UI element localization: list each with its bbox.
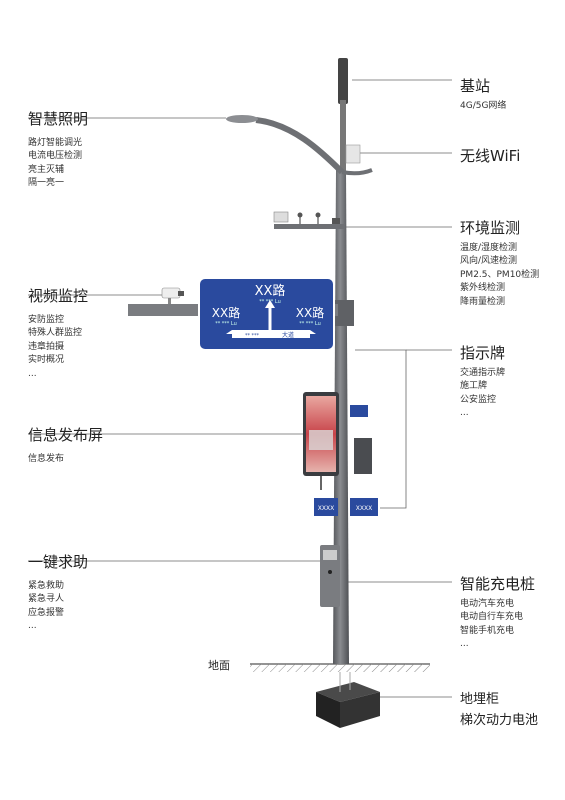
video-item: 安防监控 [28,315,65,325]
road-sign-bottom: 大道 [282,331,294,339]
charging-item: ... [460,639,469,650]
label-environment: 环境监测 温度/湿度检测 风向/风速检测 PM2.5、PM10检测 紫外线检测 … [460,217,539,309]
sign-title: 指示牌 [460,344,506,362]
video-title: 视频监控 [28,287,89,305]
environment-item: 风向/风速检测 [460,256,518,267]
road-sign-right-sub: ** *** Lu [299,321,321,327]
help-item: 应急报警 [28,607,65,618]
road-sign-line1: XX路 [255,283,286,299]
sign-item: ... [460,408,469,419]
road-sign: XX路 ** *** Lu XX路 ** *** Lu XX路 ** *** L… [198,277,335,351]
road-sign-right: XX路 [296,305,324,320]
info-screen [303,392,339,490]
underground-cabinet [316,672,380,728]
ground-label: 地面 [208,659,230,672]
label-charging: 智能充电桩 电动汽车充电 电动自行车充电 智能手机充电 ... [460,573,535,652]
label-lighting: 智慧照明 路灯智能调光 电流电压检测 亮主灭辅 隔一亮一 [28,108,88,191]
environment-sensors [273,211,344,229]
small-sign-left-text: XXXX [318,505,334,512]
label-base-station: 基站 4G/5G网络 [460,75,506,113]
video-item: 实时概况 [28,355,65,366]
charging-pile [320,545,340,607]
screen-item: 信息发布 [28,454,65,464]
screen-title: 信息发布屏 [28,426,104,444]
label-sign: 指示牌 交通指示牌 施工牌 公安监控 ... [460,342,505,421]
charging-item: 电动自行车充电 [460,612,524,623]
video-item: ... [28,368,37,379]
underground-item: 梯次动力电池 [460,713,539,728]
label-screen: 信息发布屏 信息发布 [28,424,103,466]
lamp-head [226,115,258,123]
lighting-item: 电流电压检测 [28,151,83,162]
label-help: 一键求助 紧急救助 紧急寻人 应急报警 ... [28,551,88,634]
wifi-title: 无线WiFi [460,147,521,165]
lighting-item: 隔一亮一 [28,178,65,189]
lighting-title: 智慧照明 [28,110,89,128]
label-wifi: 无线WiFi [460,145,520,166]
charging-item: 智能手机充电 [460,625,515,636]
base-station-title: 基站 [460,77,491,95]
underground-title: 地埋柜 [460,692,500,707]
wifi-unit [345,144,361,164]
environment-title: 环境监测 [460,219,521,237]
environment-item: 温度/湿度检测 [460,243,518,253]
sign-item: 施工牌 [460,381,488,392]
label-underground: 地埋柜 梯次动力电池 [460,688,538,728]
charging-item: 电动汽车充电 [460,599,515,609]
sign-item: 交通指示牌 [460,368,506,378]
sign-item: 公安监控 [460,394,497,405]
video-item: 违章拍摄 [28,341,65,352]
road-sign-left: XX路 [212,305,240,320]
ground [250,663,430,672]
base-station-item: 4G/5G网络 [460,101,507,111]
video-item: 特殊人群监控 [28,328,83,339]
charging-title: 智能充电桩 [460,575,536,593]
help-title: 一键求助 [28,553,89,571]
help-item: 紧急救助 [28,581,65,591]
environment-item: 降雨量检测 [460,296,506,307]
environment-item: 紫外线检测 [460,283,506,294]
road-sign-bottom-sub: ** *** [245,333,260,339]
environment-item: PM2.5、PM10检测 [460,269,540,280]
help-item: ... [28,621,37,632]
road-sign-arrow [232,330,310,338]
lighting-item: 路灯智能调光 [28,138,83,148]
small-signs: XXXX XXXX [314,405,378,516]
road-sign-left-sub: ** *** Lu [215,321,237,327]
small-sign-right-text: XXXX [356,505,372,512]
main-pole [333,58,354,664]
leader-lines [28,79,452,698]
help-item: 紧急寻人 [28,594,65,605]
label-video: 视频监控 安防监控 特殊人群监控 违章拍摄 实时概况 ... [28,285,88,381]
leader-sign [355,349,407,509]
lamp-arm [226,115,373,176]
lighting-item: 亮主灭辅 [28,164,65,175]
